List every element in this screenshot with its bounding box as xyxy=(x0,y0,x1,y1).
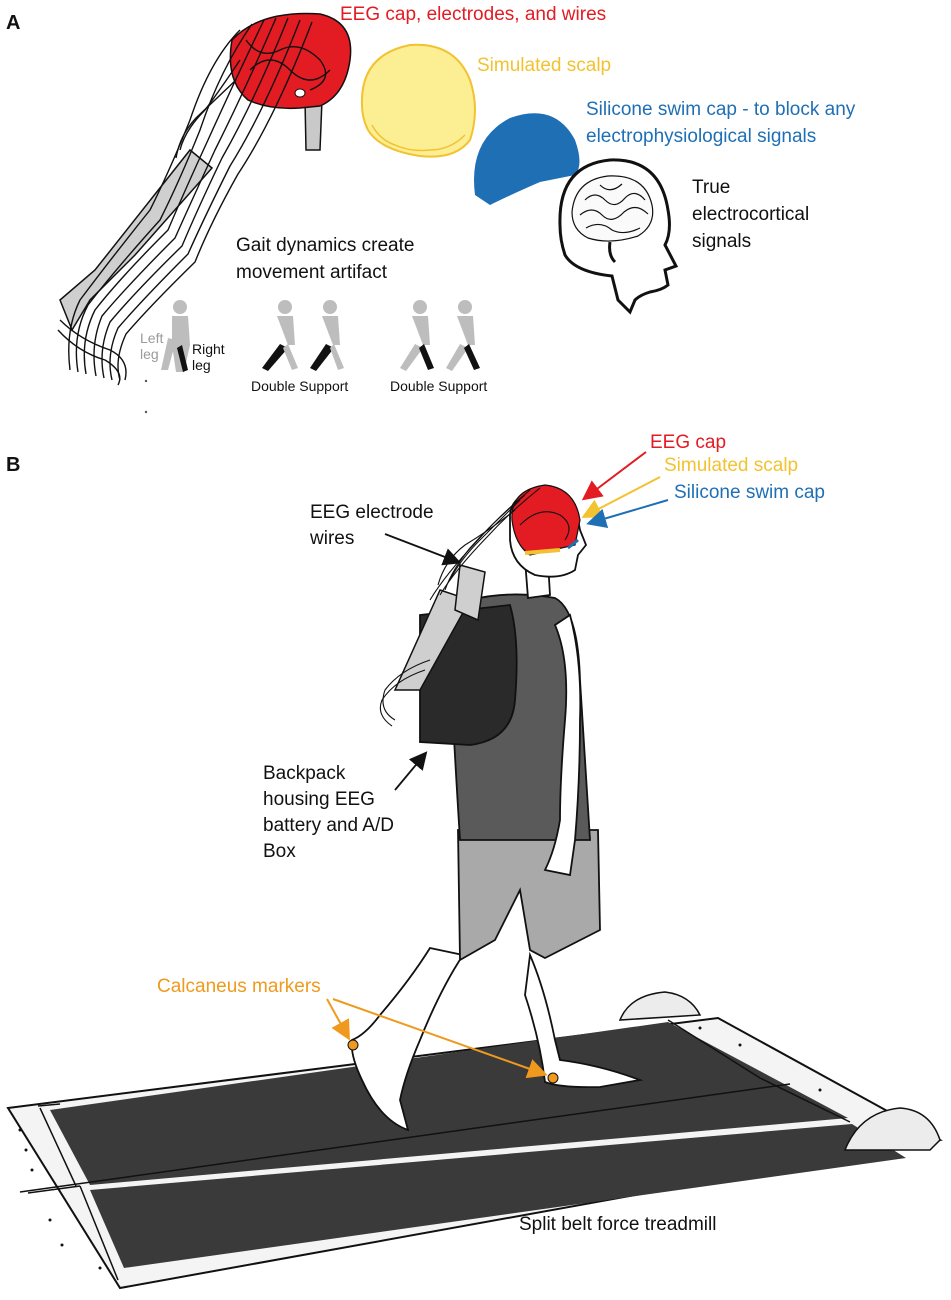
arrow-backpack xyxy=(394,751,428,791)
label-left-leg-line2: leg xyxy=(140,346,159,362)
label-b-calcaneus-markers: Calcaneus markers xyxy=(157,976,321,997)
panel-b-harness xyxy=(393,564,486,691)
label-b-eeg-cap: EEG cap xyxy=(650,432,727,453)
panel-b-treadmill xyxy=(6,991,943,1290)
label-b-wires-line1: EEG electrode xyxy=(310,502,434,523)
label-swim-cap-line1: Silicone swim cap - to block any xyxy=(586,99,856,120)
label-true-line3: signals xyxy=(692,231,752,252)
panel-a-walker-1 xyxy=(161,300,190,372)
panel-a-cap-wires xyxy=(57,12,352,386)
label-swim-cap-line2: electrophysiological signals xyxy=(586,126,817,147)
label-b-treadmill: Split belt force treadmill xyxy=(519,1214,717,1235)
panel-a-walker-2 xyxy=(262,300,344,371)
label-true-line2: electrocortical xyxy=(692,204,810,225)
label-b-backpack-line3: battery and A/D xyxy=(263,815,394,836)
arrow-marker-2 xyxy=(332,998,548,1079)
panel-a-head-brain xyxy=(558,158,679,315)
arrow-simulated-scalp xyxy=(581,476,661,518)
label-b-backpack-line2: housing EEG xyxy=(263,789,375,810)
panel-a-simulated-scalp xyxy=(360,43,476,158)
label-b-wires-line2: wires xyxy=(310,528,355,549)
panel-a-brain xyxy=(571,175,654,264)
label-simulated-scalp: Simulated scalp xyxy=(477,55,612,76)
label-eeg-cap-electrodes-wires: EEG cap, electrodes, and wires xyxy=(340,4,607,25)
label-double-support-2: Double Support xyxy=(390,378,488,394)
label-true-line1: True xyxy=(692,177,731,198)
arrow-eeg-cap xyxy=(581,451,647,501)
label-b-swim-cap: Silicone swim cap xyxy=(674,482,825,503)
label-gait-line1: Gait dynamics create xyxy=(236,235,415,256)
label-b-backpack-line1: Backpack xyxy=(263,763,346,784)
label-double-support-1: Double Support xyxy=(251,378,349,394)
label-right-leg-line2: leg xyxy=(192,357,211,373)
label-right-leg-line1: Right xyxy=(192,341,225,357)
panel-a-walker-3 xyxy=(400,300,480,371)
label-b-simulated-scalp: Simulated scalp xyxy=(664,455,799,476)
panel-a-swim-cap xyxy=(474,113,580,205)
arrow-wires xyxy=(384,533,462,566)
panel-b-label: B xyxy=(6,454,21,476)
arrow-marker-1 xyxy=(326,998,350,1041)
label-left-leg-line1: Left xyxy=(140,330,164,346)
label-gait-line2: movement artifact xyxy=(236,262,387,283)
arrow-swim-cap xyxy=(586,499,669,529)
panel-a-dots xyxy=(144,379,148,414)
panel-b-eeg-cap xyxy=(379,484,581,727)
panel-a-label: A xyxy=(6,12,21,34)
panel-b-calcaneus-markers xyxy=(347,1039,559,1084)
label-b-backpack-line4: Box xyxy=(263,841,296,862)
